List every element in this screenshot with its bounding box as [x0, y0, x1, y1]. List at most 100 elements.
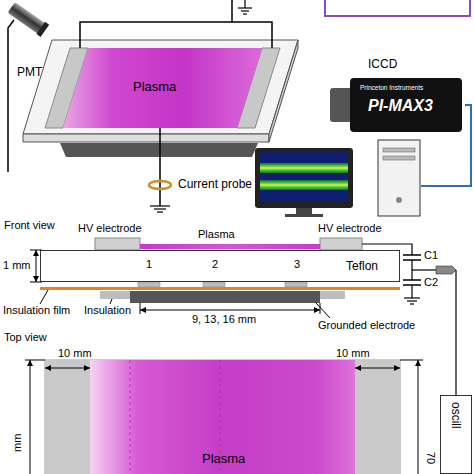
oscilloscope: oscill — [440, 395, 472, 474]
node-label: PMT — [17, 66, 42, 78]
drive-slot — [383, 156, 415, 160]
hv-electrode — [95, 238, 140, 250]
part-label: HV electrode — [318, 223, 382, 234]
monitor-stand — [296, 208, 312, 214]
logo-text: Princeton Instruments — [360, 85, 423, 92]
ground-symbol — [157, 211, 163, 212]
current-probe: Current probe — [148, 172, 278, 198]
monitor-screen — [260, 152, 348, 202]
sensor-pad — [203, 282, 225, 287]
plate-edge — [23, 134, 269, 142]
view-title: Top view — [4, 332, 47, 343]
emission-band — [260, 180, 348, 190]
dimension-line — [418, 360, 419, 474]
ground-symbol — [154, 208, 166, 209]
extension-line — [140, 303, 141, 314]
part-label: Plasma — [198, 229, 235, 240]
pmt-detector: PMT — [3, 0, 59, 84]
probe-coil — [149, 181, 171, 189]
dimension-line — [30, 360, 31, 474]
callout-number: 3 — [294, 259, 300, 270]
plasma-layer — [140, 244, 320, 249]
insulation-film — [40, 287, 400, 290]
sensor-pad — [138, 282, 160, 287]
plasma-area — [90, 360, 355, 474]
teflon-slab: Teflon — [40, 250, 400, 282]
plasma-region: Plasma — [63, 48, 262, 128]
extension-line — [25, 360, 45, 361]
power-button — [396, 197, 402, 203]
pmt-window — [36, 22, 49, 37]
node-label: ICCD — [368, 58, 397, 70]
trigger-cable — [325, 0, 470, 16]
callout-number: 2 — [212, 259, 218, 270]
callout-number: 1 — [146, 259, 152, 270]
plasma-area — [63, 48, 262, 128]
extension-line — [400, 360, 423, 361]
pmt-body — [7, 1, 49, 37]
dielectric-plate — [23, 40, 298, 134]
node-shape — [328, 58, 468, 134]
component-label: C1 — [424, 250, 438, 261]
hv-electrode — [45, 360, 90, 474]
node-label: Plasma — [133, 80, 176, 93]
part-label: Grounded electrode — [318, 320, 415, 331]
dimension-line — [355, 368, 400, 369]
dimension-line — [45, 368, 90, 369]
dimension-label: 9, 13, 16 mm — [192, 314, 256, 325]
dimension-label: mm — [12, 434, 23, 452]
plasma-region: Plasma — [90, 360, 355, 474]
grounded-plate — [60, 143, 258, 157]
node-label: Plasma — [202, 452, 245, 465]
ground-symbol — [410, 303, 414, 304]
dimension-label: 1 mm — [3, 260, 31, 271]
ground-wire — [159, 128, 161, 172]
ground-symbol — [150, 205, 170, 206]
leader-line — [110, 299, 112, 304]
node-label: Teflon — [346, 260, 378, 272]
hv-wire — [80, 22, 272, 48]
camera-lens — [330, 88, 352, 122]
voltage-probe — [436, 266, 456, 274]
dimension-line — [36, 250, 37, 282]
plate-outline — [45, 360, 400, 474]
leader-line — [316, 303, 330, 318]
part-label: Insulation — [84, 305, 131, 316]
monitor-stand — [285, 214, 323, 217]
probe-wire — [412, 269, 436, 270]
camera-body — [350, 78, 462, 132]
ground-symbol — [243, 13, 247, 14]
pmt-cable — [8, 20, 14, 172]
dimension-label: 10 mm — [336, 348, 370, 359]
part-label: Insulation film — [3, 305, 70, 316]
capacitor-symbol — [403, 279, 421, 281]
dimension-label: 70 — [425, 452, 436, 464]
capacitor-symbol — [403, 254, 421, 256]
emission-band — [260, 163, 348, 173]
leader-line — [40, 290, 48, 304]
hv-electrode — [355, 360, 400, 474]
drive-slot — [383, 148, 415, 152]
dimension-line — [140, 310, 320, 311]
iccd-camera: ICCD Princeton InstrumentsPI-MAX3 — [328, 58, 468, 134]
ground-symbol — [407, 300, 417, 301]
ground-symbol — [238, 7, 252, 8]
dashed-line — [130, 360, 131, 474]
sensor-pad — [285, 282, 307, 287]
component-label: C2 — [424, 277, 438, 288]
ground-symbol — [244, 0, 245, 8]
logo-text: PI-MAX3 — [368, 98, 433, 114]
dimension-label: 10 mm — [58, 348, 92, 359]
part-label: HV electrode — [78, 223, 142, 234]
pc-tower — [378, 140, 420, 216]
monitor — [255, 148, 353, 208]
hv-electrode — [320, 238, 362, 250]
view-title: Front view — [4, 220, 55, 231]
probe-wire — [455, 270, 456, 395]
extension-line — [320, 303, 321, 314]
divider-wire — [411, 285, 412, 298]
grounded-electrode — [130, 291, 320, 303]
ground-symbol — [241, 10, 249, 11]
hv-wire — [231, 0, 233, 22]
